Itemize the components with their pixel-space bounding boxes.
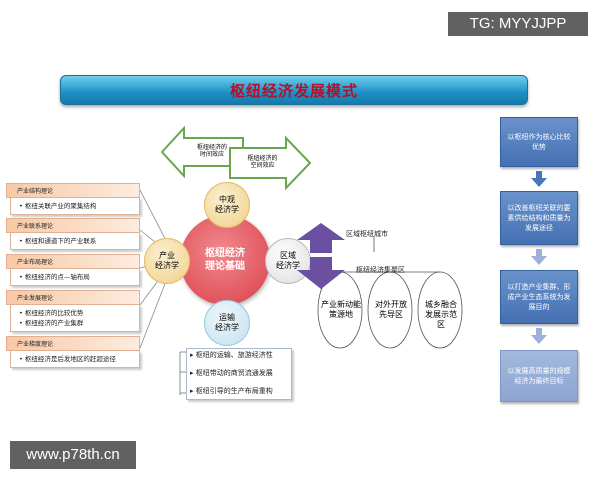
industrial-economics-label: 产业 经济学 <box>155 251 179 270</box>
step-4: 以发展高质量的规模经济为最终目标 <box>500 350 578 402</box>
branch-urban-rural: 城乡融合 发展示范 区 <box>425 300 457 329</box>
region-down-arrow <box>297 257 345 289</box>
theory-header-linkage: 产业联系理论 <box>6 218 140 233</box>
regional-economics-circle: 区域 经济学 <box>265 238 311 284</box>
transport-points-box <box>186 348 292 400</box>
step-4-label: 以发展高质量的规模经济为最终目标 <box>507 367 571 385</box>
transport-economics-circle: 运输 经济学 <box>204 300 250 346</box>
hub-city-label: 区域枢纽城市 <box>346 230 388 238</box>
step-3-label: 以打造产业集群、形成产业生态系统为发展目的 <box>507 283 571 311</box>
step-arrow-2 <box>531 249 547 265</box>
meso-economics-circle: 中观 经济学 <box>204 182 250 228</box>
theory-header-development: 产业发展理论 <box>6 290 140 305</box>
theory-body-gradient: • 枢纽经济是后发地区的赶超途径 <box>10 351 140 368</box>
watermark-top: TG: MYYJJPP <box>448 12 588 36</box>
theory-body-layout: • 枢纽经济的点—轴布局 <box>10 269 140 286</box>
step-arrow-3 <box>531 328 547 344</box>
theory-body-structure: • 枢纽关联产业的聚集结构 <box>10 198 140 215</box>
theory-header-structure: 产业结构理论 <box>6 183 140 198</box>
core-circle: 枢纽经济 理论基础 <box>180 215 270 305</box>
step-3: 以打造产业集群、形成产业生态系统为发展目的 <box>500 270 578 324</box>
step-arrow-1 <box>531 171 547 187</box>
theory-header-layout: 产业布局理论 <box>6 254 140 269</box>
theory-body-linkage: • 枢纽和通道下的产业联系 <box>10 233 140 250</box>
time-effect-label: 枢纽经济的 时间效应 <box>196 144 227 158</box>
cluster-label: 枢纽经济集聚区 <box>356 266 405 274</box>
branch-new-momentum: 产业新动能 策源地 <box>321 300 361 319</box>
transport-point-1: ▸ 枢纽的运输、旅游经济性 <box>190 351 273 359</box>
step-2-label: 以改善枢纽关联的要素供给结构和质量为发展途径 <box>507 204 571 232</box>
meso-economics-label: 中观 经济学 <box>215 195 239 214</box>
branch-opening-up: 对外开放 先导区 <box>375 300 407 319</box>
transport-point-3: ▸ 枢纽引导的生产布局重构 <box>190 387 273 395</box>
watermark-bottom: www.p78th.cn <box>10 441 136 469</box>
space-effect-label: 枢纽经济的 空间效应 <box>247 155 278 169</box>
step-1: 以枢纽作为核心比较优势 <box>500 117 578 167</box>
industrial-economics-circle: 产业 经济学 <box>144 238 190 284</box>
regional-economics-label: 区域 经济学 <box>276 251 300 270</box>
theory-header-gradient: 产业梯度理论 <box>6 336 140 351</box>
banner-title: 枢纽经济发展模式 <box>229 82 358 100</box>
theory-body-development: • 枢纽经济的比较优势 • 枢纽经济的产业集群 <box>10 305 140 332</box>
space-effect-arrow <box>229 136 312 190</box>
title-banner: 枢纽经济发展模式 <box>60 75 528 105</box>
transport-economics-label: 运输 经济学 <box>215 313 239 332</box>
core-label: 枢纽经济 理论基础 <box>205 248 245 272</box>
step-2: 以改善枢纽关联的要素供给结构和质量为发展途径 <box>500 191 578 245</box>
step-1-label: 以枢纽作为核心比较优势 <box>507 133 571 151</box>
transport-point-2: ▸ 枢纽带动的商贸流通发展 <box>190 369 273 377</box>
region-up-arrow <box>297 223 345 253</box>
